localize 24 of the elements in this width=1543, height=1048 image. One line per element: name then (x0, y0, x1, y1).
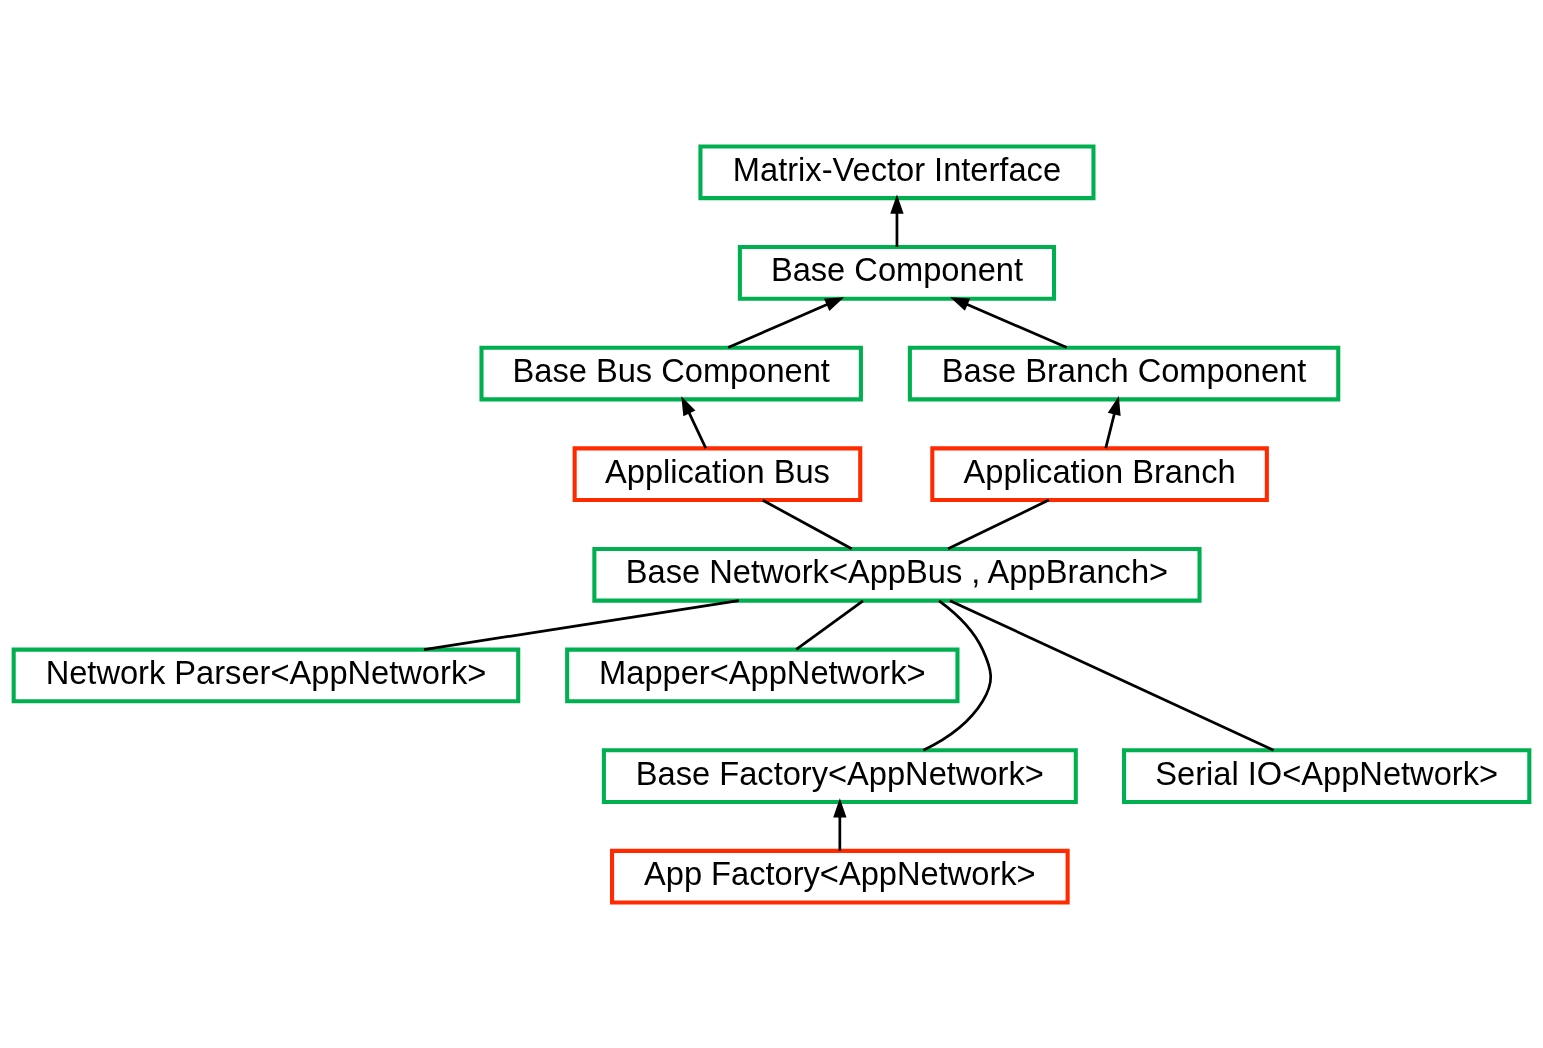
node-box: Base Component (737, 244, 1057, 301)
node-box: Base Network<AppBus , AppBranch> (592, 546, 1202, 603)
connector (423, 598, 740, 651)
connector (762, 498, 853, 550)
node-box: Serial IO<AppNetwork> (1122, 747, 1532, 804)
arrow (890, 194, 904, 247)
node-box: Network Parser<AppNetwork> (11, 647, 521, 703)
arrow (950, 296, 1068, 349)
node-box: Matrix-Vector Interface (698, 143, 1096, 200)
node-box: Base Factory<AppNetwork> (601, 747, 1078, 804)
node-box: Application Bus (572, 445, 863, 502)
connector (949, 598, 1275, 751)
connector (795, 599, 864, 650)
node-box: Base Branch Component (907, 345, 1341, 401)
arrow (1104, 395, 1121, 448)
arrow (833, 797, 847, 851)
node-box: Base Bus Component (479, 345, 863, 401)
arrow (681, 395, 707, 449)
node-box: Mapper<AppNetwork> (565, 647, 960, 703)
node-box: App Factory<AppNetwork> (610, 848, 1070, 905)
node-box: Application Branch (930, 445, 1269, 502)
arrow (727, 296, 845, 349)
connector (922, 599, 993, 751)
connector (947, 498, 1050, 550)
